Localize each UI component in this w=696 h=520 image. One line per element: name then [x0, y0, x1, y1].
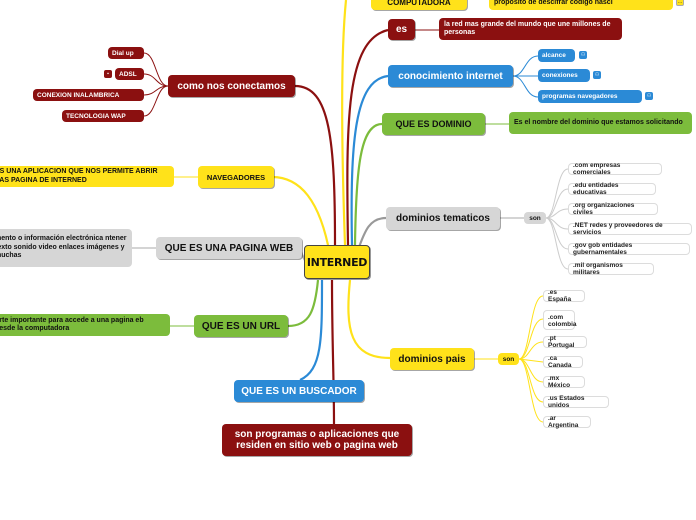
- tematico-item[interactable]: .mil organismos militares: [568, 262, 654, 276]
- pagina-web-detail[interactable]: mento o información electrónica ntener t…: [0, 229, 132, 267]
- pais-item[interactable]: .us Estados unidos: [543, 395, 609, 409]
- dominio-detail[interactable]: Es el nombre del dominio que estamos sol…: [509, 112, 692, 134]
- link-icon[interactable]: ⚇: [593, 71, 601, 79]
- es-node[interactable]: es: [388, 19, 415, 40]
- pais-item[interactable]: .ar Argentina: [543, 415, 591, 429]
- como-nos-conectamos-node[interactable]: como nos conectamos: [168, 75, 295, 97]
- tematico-item[interactable]: .org organizaciones civiles: [568, 202, 658, 216]
- pais-item[interactable]: .ca Canada: [543, 355, 583, 369]
- central-topic[interactable]: INTERNED: [304, 245, 370, 279]
- conexion-item[interactable]: CONEXION INALAMBRICA: [33, 89, 144, 101]
- alcance-item[interactable]: alcance: [538, 49, 575, 62]
- computadora-node[interactable]: COMPUTADORA: [371, 0, 467, 10]
- pagina-web-node[interactable]: QUE ES UNA PAGINA WEB: [156, 237, 302, 259]
- que-es-dominio-node[interactable]: QUE ES DOMINIO: [382, 113, 485, 135]
- conocimiento-internet-node[interactable]: conocimiento internet: [388, 65, 513, 87]
- buscador-detail[interactable]: son programas o aplicaciones que residen…: [222, 424, 412, 456]
- dominios-tematicos-node[interactable]: dominios tematicos: [386, 207, 500, 230]
- conexion-item[interactable]: ADSL: [115, 68, 144, 80]
- pais-item[interactable]: .com colombia: [543, 310, 577, 330]
- navegadores-node[interactable]: NAVEGADORES: [198, 166, 274, 188]
- navegadores-detail[interactable]: ES UNA APLICACION QUE NOS PERMITE ABRIR …: [0, 166, 174, 187]
- pais-item[interactable]: .es España: [543, 289, 585, 303]
- tematico-item[interactable]: .com empresas comerciales: [568, 162, 662, 176]
- conexiones-item[interactable]: conexiones: [538, 69, 590, 82]
- url-node[interactable]: QUE ES UN URL: [194, 315, 288, 337]
- note-icon: …: [676, 0, 684, 6]
- programas-navegadores-item[interactable]: programas navegadores: [538, 90, 642, 103]
- tematico-item[interactable]: .gov gob entidades gubernamentales: [568, 242, 690, 256]
- pais-item[interactable]: .mx México: [543, 375, 585, 389]
- link-icon[interactable]: ⚇: [645, 92, 653, 100]
- tematico-item[interactable]: .edu entidades educativas: [568, 182, 656, 196]
- buscador-node[interactable]: QUE ES UN BUSCADOR: [234, 380, 364, 402]
- url-detail[interactable]: orte importante para accede a una pagina…: [0, 314, 170, 336]
- note-icon[interactable]: ▪: [104, 70, 112, 78]
- conexion-item[interactable]: TECNOLOGIA WAP: [62, 110, 144, 122]
- conexion-item[interactable]: Dial up: [108, 47, 144, 59]
- son-connector[interactable]: son: [524, 212, 546, 224]
- son-connector[interactable]: son: [498, 353, 519, 365]
- tematico-item[interactable]: .NET redes y proveedores de servicios: [568, 222, 692, 236]
- es-detail[interactable]: la red mas grande del mundo que une mill…: [439, 18, 622, 40]
- proposito-detail[interactable]: propósito de descifrar código nasci: [489, 0, 673, 10]
- dominios-pais-node[interactable]: dominios pais: [390, 348, 474, 370]
- pais-item[interactable]: .pt Portugal: [543, 335, 587, 349]
- link-icon[interactable]: ⚇: [579, 51, 587, 59]
